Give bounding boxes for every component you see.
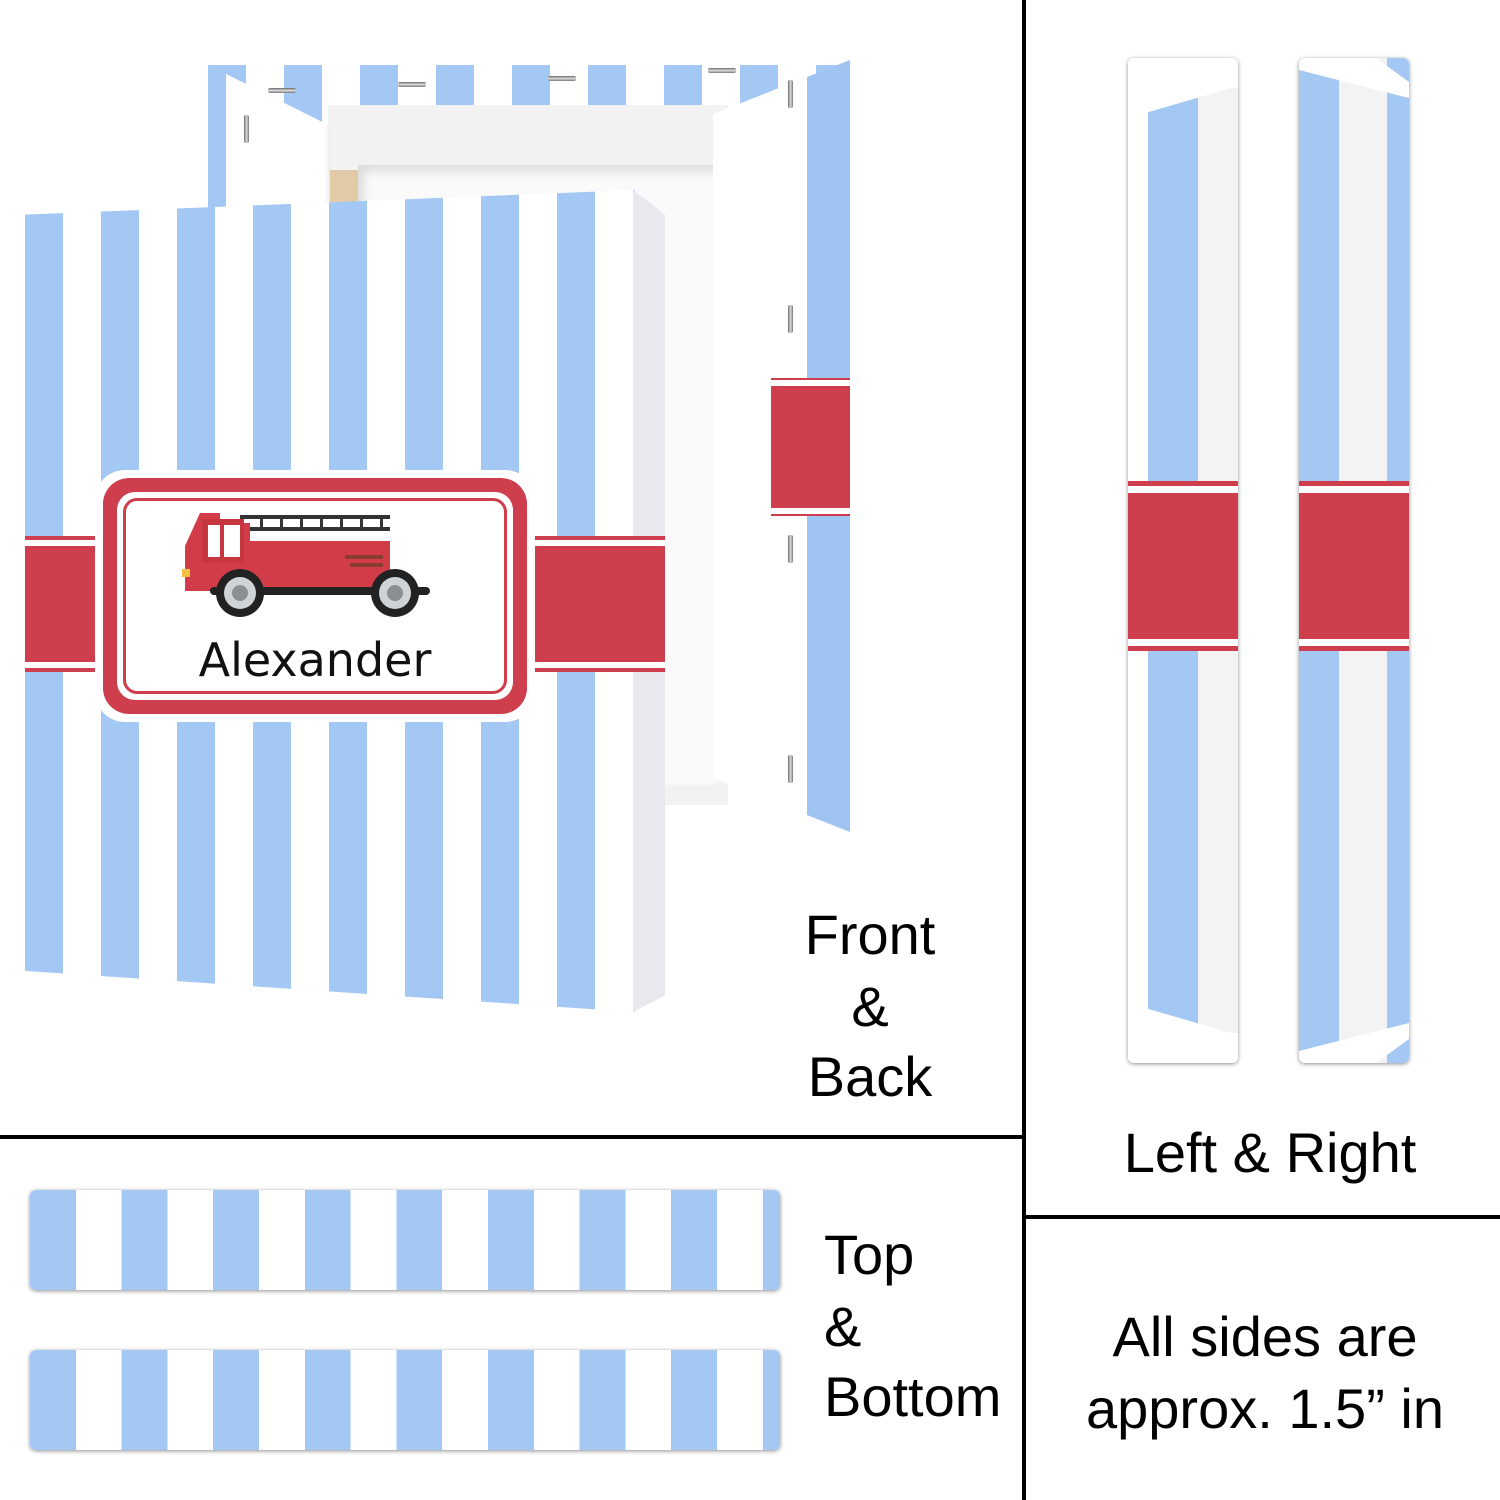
staple-icon [244,115,249,143]
top-edge-strip [30,1190,780,1290]
staple-icon [398,82,426,87]
left-right-label: Left & Right [1123,1121,1417,1184]
staple-icon [788,535,793,563]
staple-icon [788,80,793,108]
size-note-line1: All sides are [1112,1305,1418,1368]
front-name-text: Alexander [198,633,432,687]
horizontal-divider-right [1024,1215,1500,1219]
front-back-label-line3: Back [807,1045,933,1108]
staple-icon [268,88,296,93]
size-note-line2: approx. 1.5” in [1086,1377,1444,1440]
front-back-panel: Alexander Front & Back [25,60,936,1108]
name-plate-inner [117,492,513,700]
fire-truck-icon [182,513,430,617]
back-right-flap [713,60,850,832]
right-edge-strip [1299,58,1409,1063]
staple-icon [548,76,576,81]
bottom-edge-strip [30,1350,780,1450]
staple-icon [708,68,736,73]
staple-icon [788,755,793,783]
top-bottom-label-line3: Bottom [824,1365,1002,1428]
staple-icon [788,305,793,333]
horizontal-divider-left [0,1135,1024,1139]
vertical-divider [1022,0,1026,1500]
top-bottom-label-line2: & [824,1295,862,1358]
front-back-label-line1: Front [804,903,936,966]
name-plate-inner-line [123,498,507,694]
left-edge-strip [1128,58,1238,1063]
front-canvas: Alexander [25,190,665,1012]
top-bottom-label-line1: Top [824,1223,915,1286]
front-back-label-line2: & [851,975,889,1038]
